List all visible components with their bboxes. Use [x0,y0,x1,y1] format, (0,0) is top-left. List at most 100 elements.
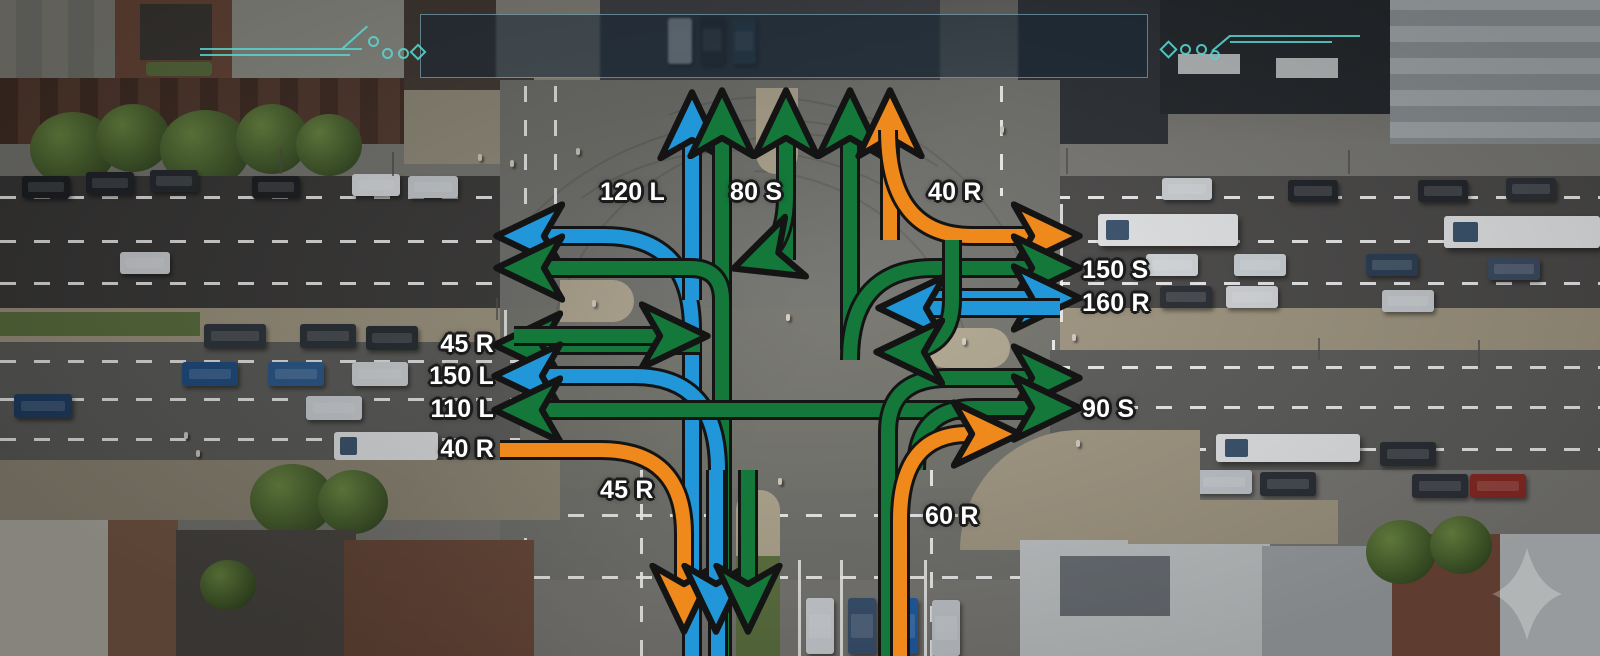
lane-marking [640,470,643,656]
car [14,394,72,418]
car [306,396,362,420]
building-roof [0,520,120,656]
pedestrian [592,300,596,307]
light-pole [1066,148,1068,174]
car [1196,470,1252,494]
building-roof [1500,534,1600,656]
building-roof [344,540,534,656]
car [182,362,238,386]
car [268,362,324,386]
car [252,176,300,198]
lane-marking [524,86,527,206]
roof-terrace [140,4,212,60]
movement-se-connector [896,240,962,352]
car [1160,286,1212,308]
light-pole [1348,150,1350,174]
rooftop-unit [1276,58,1338,78]
car [1412,474,1468,498]
car [1226,286,1278,308]
movement-through-north-b-hook [752,195,786,262]
car [806,598,834,654]
rooftop-unit [1060,556,1170,616]
car [848,598,876,654]
movement-40R-south [500,440,684,612]
verge [0,312,200,336]
lane-marking [524,470,527,590]
car [86,172,134,194]
car [352,174,400,196]
hud-decoration-left [200,25,427,62]
hud-decoration-right [1159,28,1370,62]
car [408,176,458,198]
movement-150L [514,376,728,656]
lane-marking [0,438,520,441]
parking-bay-line [840,560,843,656]
car [22,176,70,198]
car [1470,474,1526,498]
light-pole [1478,340,1480,368]
bus [334,432,438,460]
movement-40R-east [878,129,1060,236]
pedestrian [778,478,782,485]
rooftop-unit [1178,54,1240,74]
building-roof [108,520,178,656]
car [1506,178,1556,200]
lane-marking [1054,366,1600,369]
movement-150S [840,268,1060,361]
car [1162,178,1212,200]
car [1234,254,1286,276]
pedestrian-island [560,280,634,322]
car [1488,258,1540,280]
tree [200,560,256,610]
pedestrian [576,148,580,155]
pedestrian [1000,126,1004,133]
building-roof [1390,0,1600,144]
lane-marking [554,86,557,206]
pedestrian [510,160,514,167]
pedestrian [962,338,966,345]
building-roof [232,0,407,90]
tree [318,470,388,534]
tree [1366,520,1436,584]
light-pole [280,148,282,174]
car [120,252,170,274]
lane-marking [930,470,933,656]
pedestrian [196,450,200,457]
bus [1444,216,1600,248]
pedestrian [1076,440,1080,447]
lane-marking [0,398,520,401]
lane-marking [500,514,1060,517]
pedestrian [786,314,790,321]
bus [1216,434,1360,462]
car [366,326,418,350]
car [1288,180,1338,202]
light-pole [496,298,498,320]
tree [96,104,170,172]
tree [1430,516,1492,574]
car [1380,442,1436,466]
footway [1128,500,1338,544]
car [1366,254,1418,276]
diamond-watermark [1492,548,1562,640]
parking-bay-line [798,560,801,656]
movement-80S-hook [516,268,732,300]
car [1382,290,1434,312]
roof-texture [1390,0,1600,144]
lane-marking [0,360,520,363]
tree [296,114,362,176]
bus [1098,214,1238,246]
pedestrian [184,432,188,439]
car [300,324,356,348]
footway [1050,308,1600,350]
car [1146,254,1198,276]
header-banner [420,14,1148,78]
light-pole [392,152,394,176]
car [1260,472,1316,496]
light-pole [1318,338,1320,360]
parking-bay-line [924,560,927,656]
lane-marking [1000,86,1003,196]
car [150,170,198,192]
movement-60R [890,434,1000,656]
car [932,600,960,656]
